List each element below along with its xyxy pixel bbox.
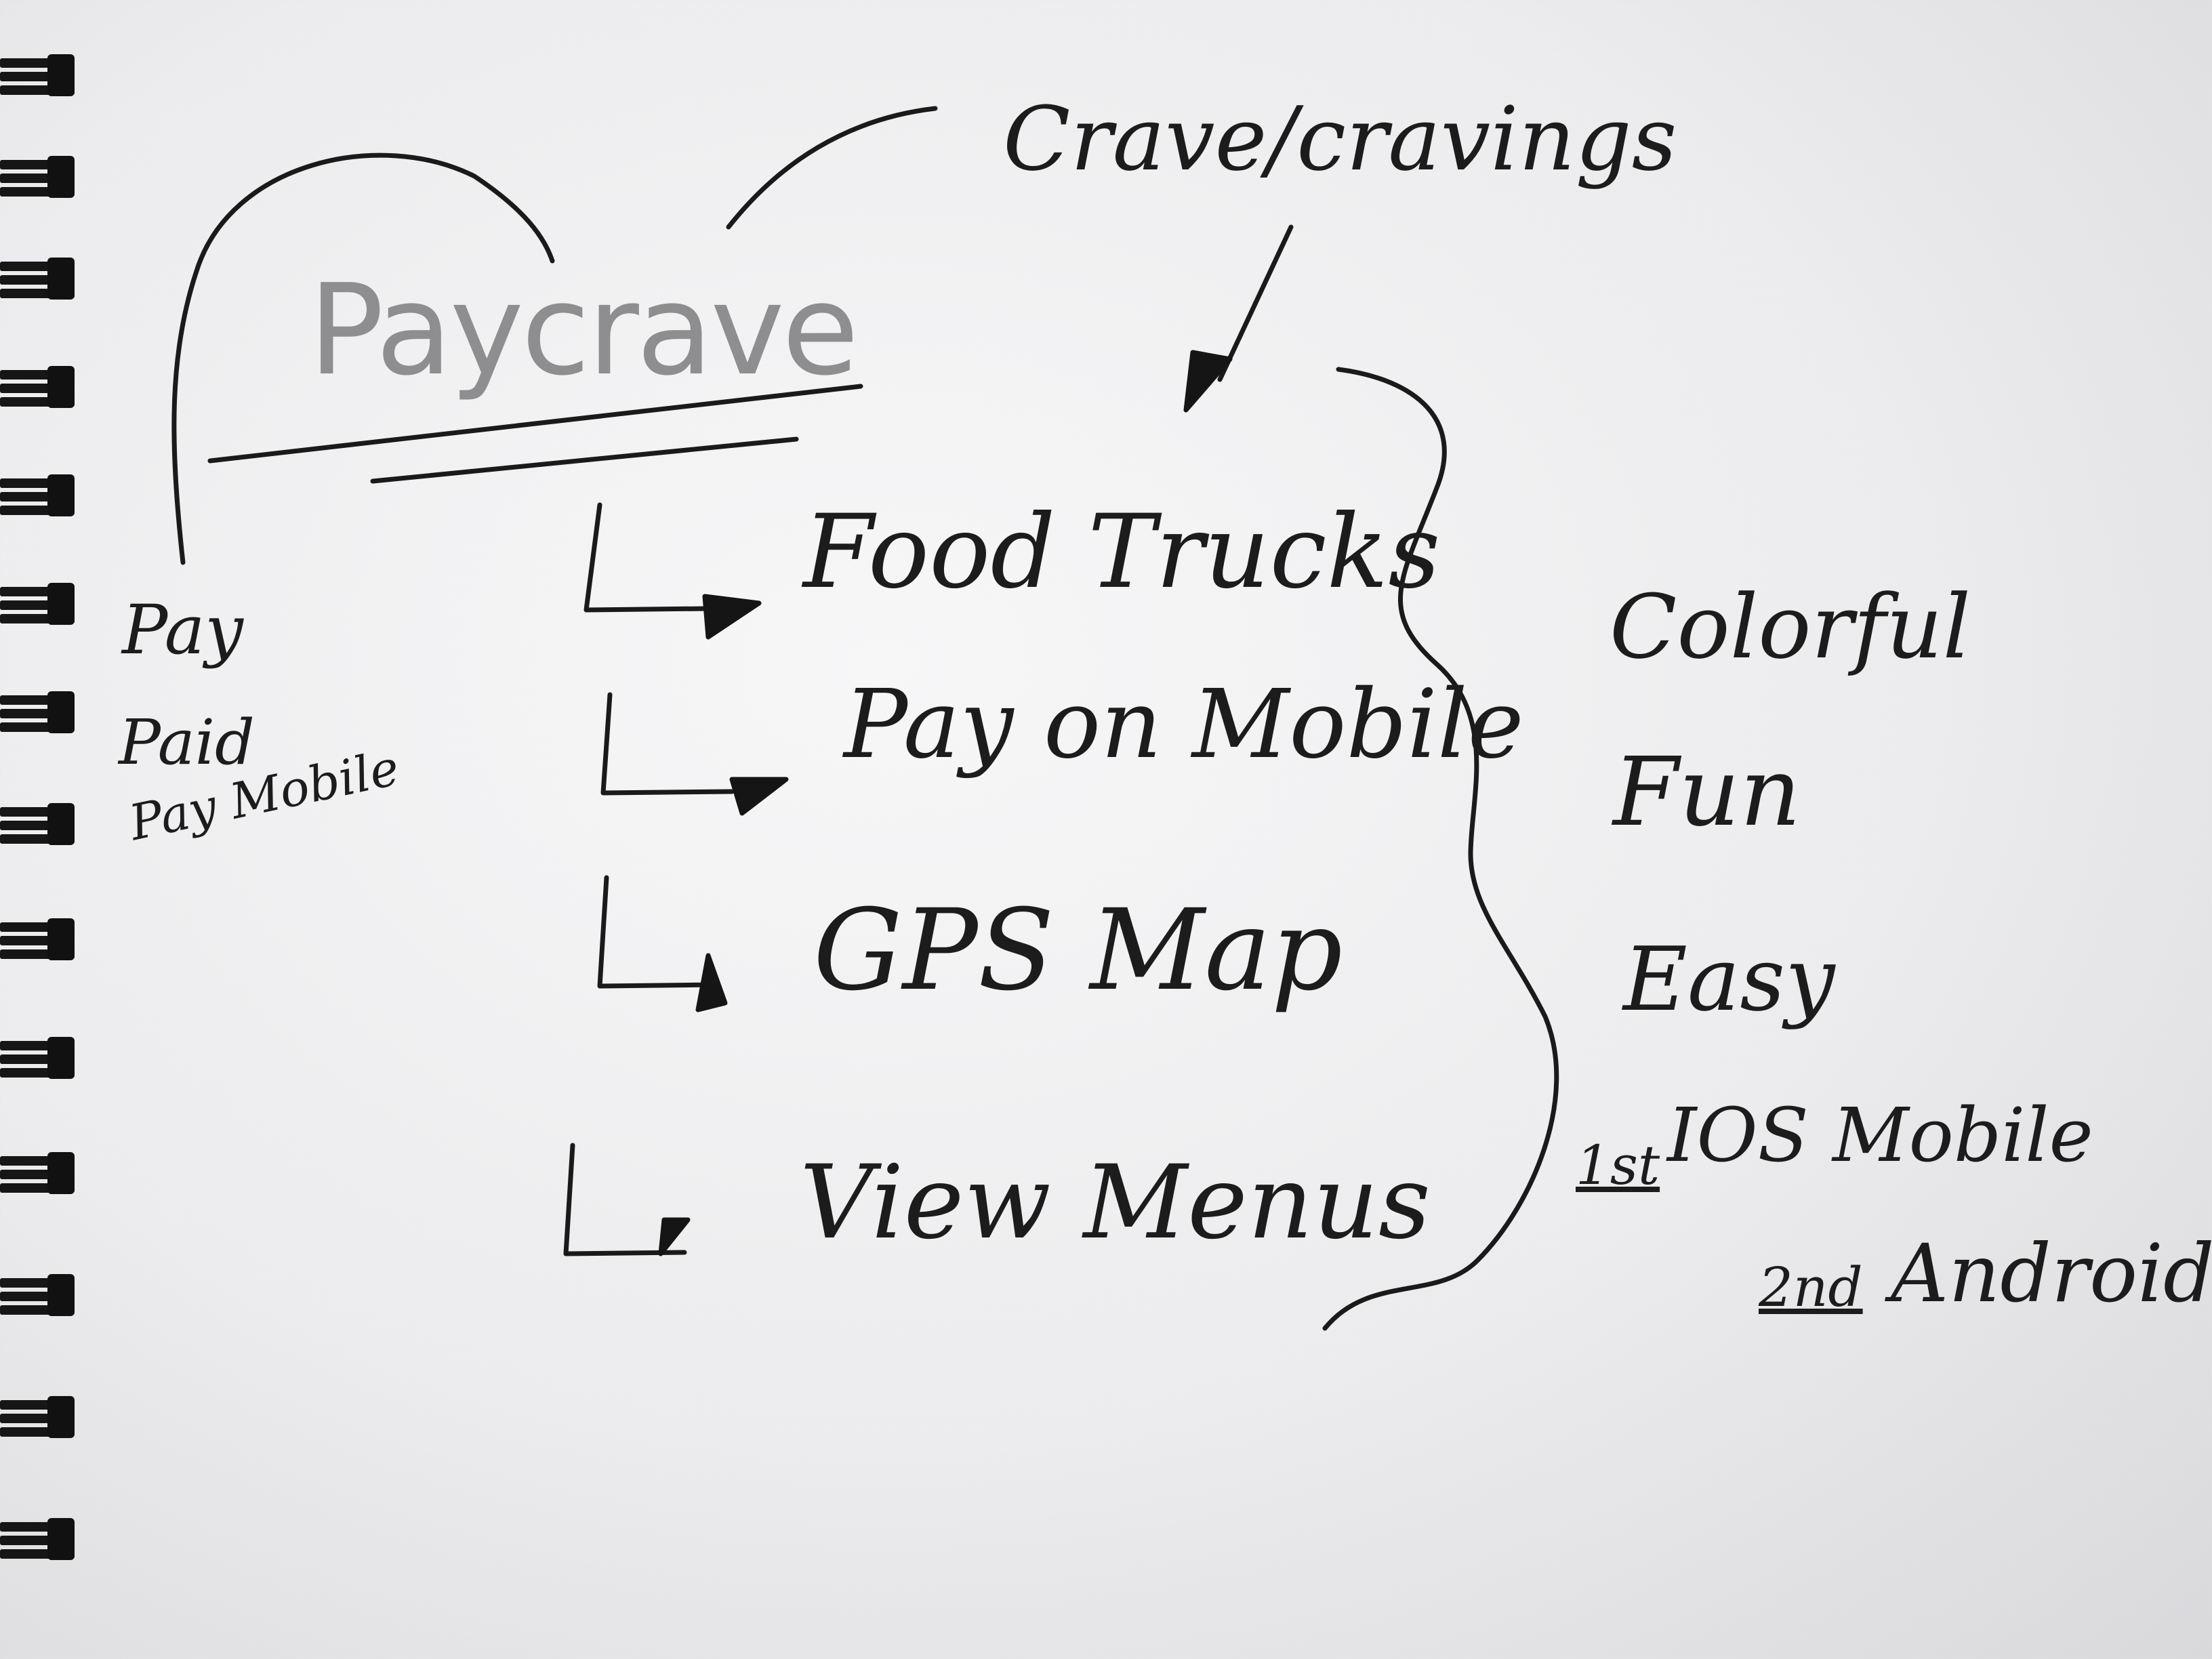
binding-coil: [0, 1396, 75, 1438]
title-underline-1: [207, 384, 863, 464]
feature-bullet-hook-4: [563, 1143, 687, 1256]
platform-ios-mobile: IOS Mobile: [1667, 1092, 2093, 1179]
binding-coil: [0, 918, 75, 960]
feature-bullet-arrow-2: [729, 777, 789, 816]
feature-bullet-arrow-4: [658, 1217, 691, 1256]
quality-easy: Easy: [1623, 928, 1835, 1031]
binding-coil: [0, 258, 75, 300]
feature-bullet-arrow-3: [695, 953, 728, 1012]
binding-coil: [0, 803, 75, 845]
feature-bullet-arrow-1: [702, 594, 762, 640]
binding-coil: [0, 1274, 75, 1316]
feature-gps-map: GPS Map: [813, 885, 1343, 1015]
binding-coil: [0, 691, 75, 733]
spiral-binding: [0, 0, 81, 1659]
feature-food-trucks: Food Trucks: [803, 493, 1441, 611]
platform-android: Android: [1891, 1227, 2212, 1320]
crave-connector: [726, 106, 938, 230]
feature-pay-on-mobile: Pay on Mobile: [844, 670, 1524, 780]
binding-coil: [0, 1037, 75, 1079]
feature-bullet-hook-2: [600, 692, 735, 796]
quality-fun: Fun: [1613, 737, 1801, 848]
binding-coil: [0, 1518, 75, 1560]
crave-label: Crave/cravings: [1003, 87, 1677, 190]
binding-coil: [0, 366, 75, 408]
binding-coil: [0, 474, 75, 516]
curly-brace: [1322, 367, 1559, 1331]
binding-coil: [0, 156, 75, 198]
feature-view-menus: View Menus: [800, 1144, 1431, 1262]
binding-coil: [0, 1152, 75, 1194]
crave-arrowhead: [1183, 350, 1233, 413]
feature-bullet-hook-3: [597, 875, 718, 989]
title-arc: [171, 152, 555, 565]
binding-coil: [0, 583, 75, 625]
feature-bullet-hook-1: [583, 502, 711, 613]
platform-order-1st: 1st: [1576, 1134, 1660, 1197]
quality-colorful: Colorful: [1610, 575, 1971, 678]
binding-coil: [0, 54, 75, 96]
app-title: Paycrave: [308, 257, 859, 403]
title-underline-2: [370, 436, 799, 484]
name-idea-paid: Paid: [119, 706, 255, 779]
name-idea-pay: Pay: [122, 590, 243, 670]
platform-order-2nd: 2nd: [1759, 1256, 1863, 1319]
crave-arrow-shaft: [1217, 224, 1294, 382]
